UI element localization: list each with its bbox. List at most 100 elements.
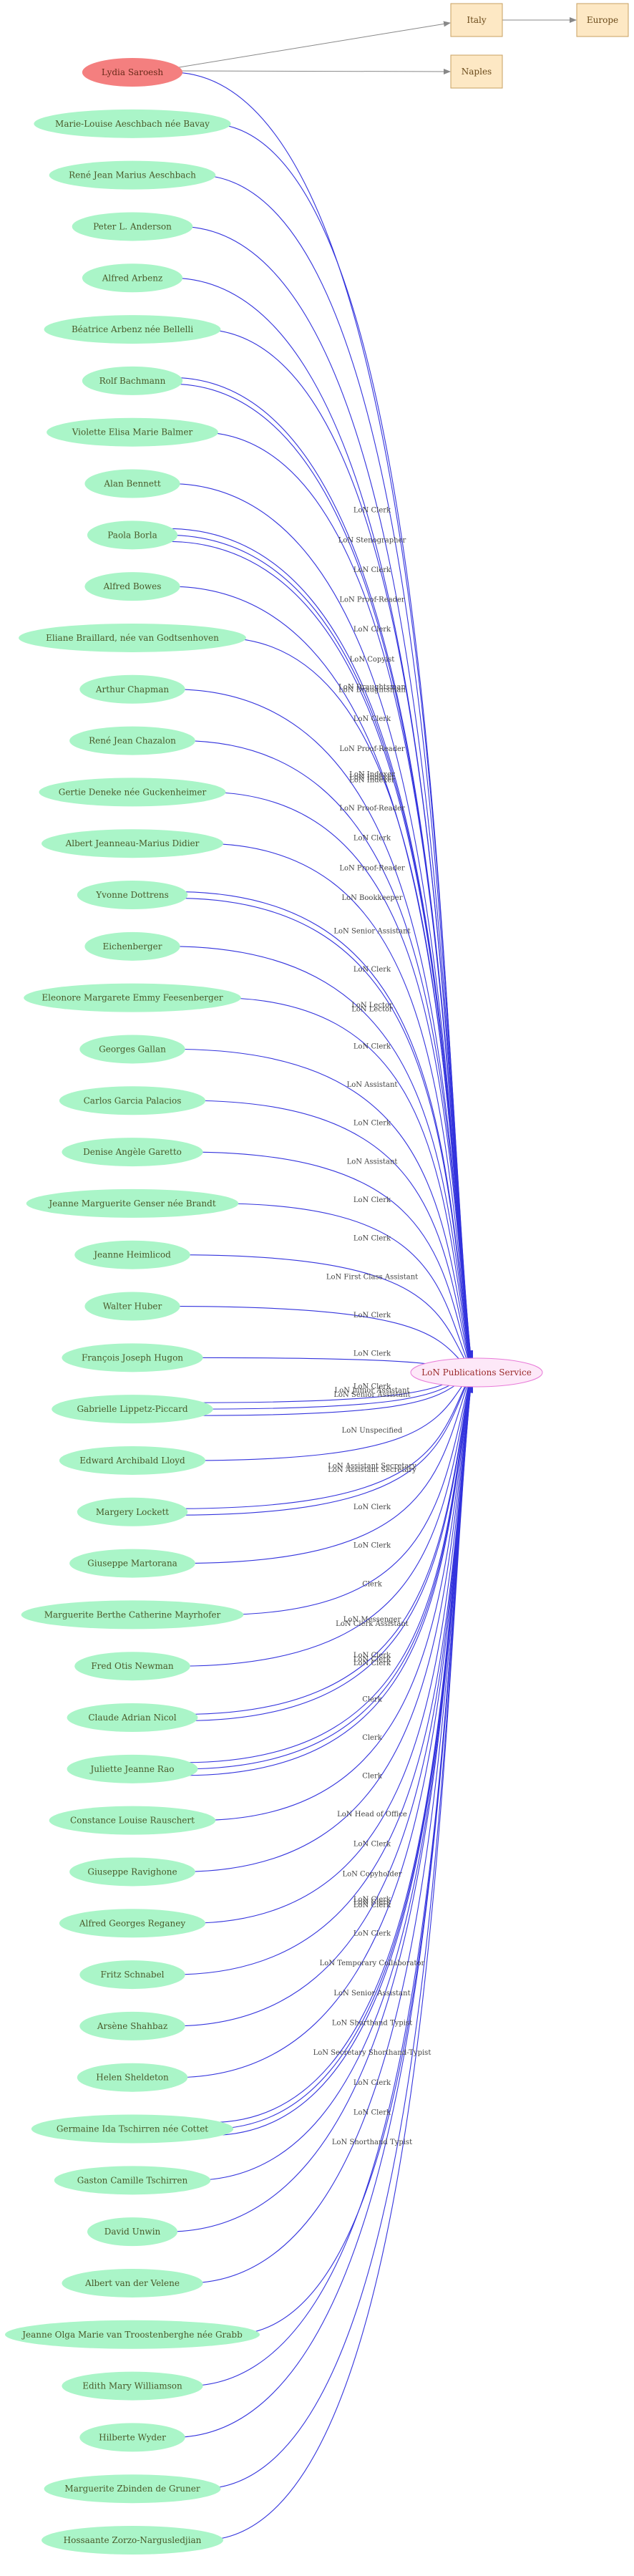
person-node-jeanne-olga-marie-van-troostenberghe-nee-grabb[interactable]: Jeanne Olga Marie van Troostenberghe née… — [5, 2320, 260, 2349]
person-node-alan-bennett[interactable]: Alan Bennett — [84, 469, 180, 498]
person-node-rene-jean-marius-aeschbach[interactable]: René Jean Marius Aeschbach — [49, 160, 216, 190]
role-label: LoN Clerk — [353, 1902, 391, 1909]
service-node[interactable]: LoN Publications Service — [410, 1357, 543, 1388]
role-label: LoN Clerk — [353, 835, 391, 843]
person-node-walter-huber[interactable]: Walter Huber — [84, 1292, 180, 1321]
person-node-francois-joseph-hugon[interactable]: François Joseph Hugon — [62, 1343, 203, 1372]
person-node-juliette-jeanne-rao[interactable]: Juliette Jeanne Rao — [67, 1754, 198, 1783]
role-edge — [211, 1380, 474, 2130]
person-name: Eleonore Margarete Emmy Feesenberger — [42, 993, 223, 1003]
role-edge — [175, 891, 473, 1367]
role-label: LoN Junior Assistant — [335, 1387, 410, 1395]
person-node-beatrice-arbenz-nee-bellelli[interactable]: Béatrice Arbenz née Bellelli — [44, 315, 221, 344]
role-label: LoN Clerk — [353, 2079, 391, 2087]
person-node-rolf-bachmann[interactable]: Rolf Bachmann — [82, 366, 183, 395]
person-node-fritz-schnabel[interactable]: Fritz Schnabel — [79, 1960, 185, 1990]
person-node-albert-van-der-velene[interactable]: Albert van der Velene — [62, 2268, 203, 2297]
person-node-edith-mary-williamson[interactable]: Edith Mary Williamson — [62, 2371, 203, 2401]
role-label: LoN Clerk — [353, 2108, 391, 2116]
person-node-david-unwin[interactable]: David Unwin — [87, 2217, 178, 2247]
person-node-giuseppe-ravighone[interactable]: Giuseppe Ravighone — [69, 1857, 195, 1887]
person-name: Alfred Arbenz — [102, 273, 163, 283]
role-label: LoN First Class Assistant — [326, 1273, 418, 1281]
person-node-carlos-garcia-palacios[interactable]: Carlos Garcia Palacios — [59, 1086, 206, 1115]
person-node-helen-sheldeton[interactable]: Helen Sheldeton — [77, 2063, 188, 2092]
role-label: LoN Clerk — [353, 1841, 391, 1849]
person-node-germaine-ida-tschirren-nee-cottet[interactable]: Germaine Ida Tschirren née Cottet — [31, 2114, 234, 2144]
person-node-alfred-bowes[interactable]: Alfred Bowes — [84, 572, 180, 601]
person-name: Alfred Bowes — [103, 581, 162, 591]
role-label: LoN Clerk — [353, 566, 391, 574]
role-edge — [187, 1383, 474, 2284]
role-edge — [183, 1377, 473, 1776]
role-label: LoN Shorthand Typist — [332, 2020, 412, 2028]
place-node-label: Italy — [467, 15, 487, 25]
person-node-alfred-georges-reganey[interactable]: Alfred Georges Reganey — [59, 1909, 206, 1938]
role-edge — [181, 740, 474, 1366]
person-name: Constance Louise Rauschert — [70, 1816, 195, 1826]
person-node-yvonne-dottrens[interactable]: Yvonne Dottrens — [77, 881, 188, 909]
role-edge — [169, 586, 474, 1364]
person-name: Arsène Shahbaz — [97, 2021, 167, 2031]
person-node-lydia-saroesh[interactable]: Lydia Saroesh — [82, 58, 183, 87]
person-node-georges-gallan[interactable]: Georges Gallan — [79, 1035, 185, 1064]
person-node-peter-l-anderson[interactable]: Peter L. Anderson — [72, 212, 193, 241]
person-name: Béatrice Arbenz née Bellelli — [72, 324, 193, 334]
person-name: Yvonne Dottrens — [95, 890, 169, 900]
person-node-arsene-shahbaz[interactable]: Arsène Shahbaz — [79, 2011, 185, 2040]
person-name: Jeanne Heimlicod — [92, 1250, 171, 1260]
person-node-marguerite-berthe-catherine-mayrhofer[interactable]: Marguerite Berthe Catherine Mayrhofer — [21, 1600, 244, 1630]
role-label: LoN Lector — [351, 1002, 393, 1009]
person-node-albert-jeanneau-marius-didier[interactable]: Albert Jeanneau-Marius Didier — [42, 829, 223, 858]
person-node-denise-angele-garetto[interactable]: Denise Angèle Garetto — [62, 1138, 203, 1167]
place-node-naples[interactable]: Naples — [450, 54, 503, 89]
person-node-jeanne-marguerite-genser-nee-brandt[interactable]: Jeanne Marguerite Genser née Brandt — [26, 1188, 239, 1218]
person-node-margery-lockett[interactable]: Margery Lockett — [77, 1497, 188, 1526]
person-node-hossaante-zorzo-nargusledjian[interactable]: Hossaante Zorzo-Nargusledjian — [42, 2526, 223, 2555]
role-label: LoN Copyist — [350, 656, 395, 664]
role-label: LoN Stenographer — [338, 536, 406, 544]
person-name: Alan Bennett — [103, 479, 161, 489]
role-label: LoN Senior Assistant — [333, 1990, 410, 1998]
person-name: Carlos Garcia Palacios — [84, 1095, 182, 1105]
person-node-alfred-arbenz[interactable]: Alfred Arbenz — [82, 263, 183, 293]
person-node-jeanne-heimlicod[interactable]: Jeanne Heimlicod — [74, 1240, 190, 1269]
person-node-eichenberger[interactable]: Eichenberger — [84, 931, 180, 961]
role-label: LoN Clerk — [353, 715, 391, 723]
person-node-eliane-braillard-nee-van-godtsenhoven[interactable]: Eliane Braillard, née van Godtsenhoven — [19, 623, 246, 652]
role-edge — [201, 1385, 474, 2489]
role-edge — [177, 1254, 472, 1372]
person-node-gaston-camille-tschirren[interactable]: Gaston Camille Tschirren — [54, 2166, 211, 2195]
role-edge — [181, 1374, 472, 1564]
role-edge — [183, 1375, 473, 1715]
person-node-arthur-chapman[interactable]: Arthur Chapman — [79, 674, 185, 704]
person-node-marguerite-zbinden-de-gruner[interactable]: Marguerite Zbinden de Gruner — [44, 2474, 221, 2504]
role-label: LoN Proof-Reader — [339, 805, 405, 813]
person-node-fred-otis-newman[interactable]: Fred Otis Newman — [74, 1652, 190, 1681]
place-node-europe[interactable]: Europe — [576, 3, 629, 37]
person-node-claude-adrian-nicol[interactable]: Claude Adrian Nicol — [67, 1703, 198, 1732]
role-label: LoN Clerk — [353, 1656, 391, 1664]
person-node-marie-louise-aeschbach-nee-bavay[interactable]: Marie-Louise Aeschbach née Bavay — [34, 109, 231, 138]
role-edge — [183, 1375, 473, 1763]
person-name: Lydia Saroesh — [102, 67, 164, 77]
person-node-constance-louise-rauschert[interactable]: Constance Louise Rauschert — [49, 1806, 216, 1835]
role-edge — [175, 1372, 472, 1509]
role-label: LoN Clerk — [353, 1196, 391, 1204]
person-node-giuseppe-martorana[interactable]: Giuseppe Martorana — [69, 1549, 195, 1578]
role-label: LoN Indexer — [349, 773, 395, 781]
person-node-gertie-deneke-nee-guckenheimer[interactable]: Gertie Deneke née Guckenheimer — [39, 778, 226, 807]
person-node-hilberte-wyder[interactable]: Hilberte Wyder — [79, 2423, 185, 2452]
person-node-rene-jean-chazalon[interactable]: René Jean Chazalon — [69, 726, 195, 755]
person-name: Fritz Schnabel — [100, 1970, 164, 1980]
place-node-label: Naples — [462, 67, 492, 77]
person-node-eleonore-margarete-emmy-feesenberger[interactable]: Eleonore Margarete Emmy Feesenberger — [24, 983, 241, 1012]
person-node-paola-borla[interactable]: Paola Borla — [87, 520, 178, 550]
role-label: LoN Proof-Reader — [339, 745, 405, 753]
person-node-gabrielle-lippetz-piccard[interactable]: Gabrielle Lippetz-Piccard — [52, 1395, 213, 1424]
person-name: Helen Sheldeton — [96, 2073, 169, 2083]
person-node-edward-archibald-lloyd[interactable]: Edward Archibald Lloyd — [59, 1446, 206, 1475]
person-node-violette-elisa-marie-balmer[interactable]: Violette Elisa Marie Balmer — [47, 417, 218, 447]
place-node-italy[interactable]: Italy — [450, 3, 503, 37]
